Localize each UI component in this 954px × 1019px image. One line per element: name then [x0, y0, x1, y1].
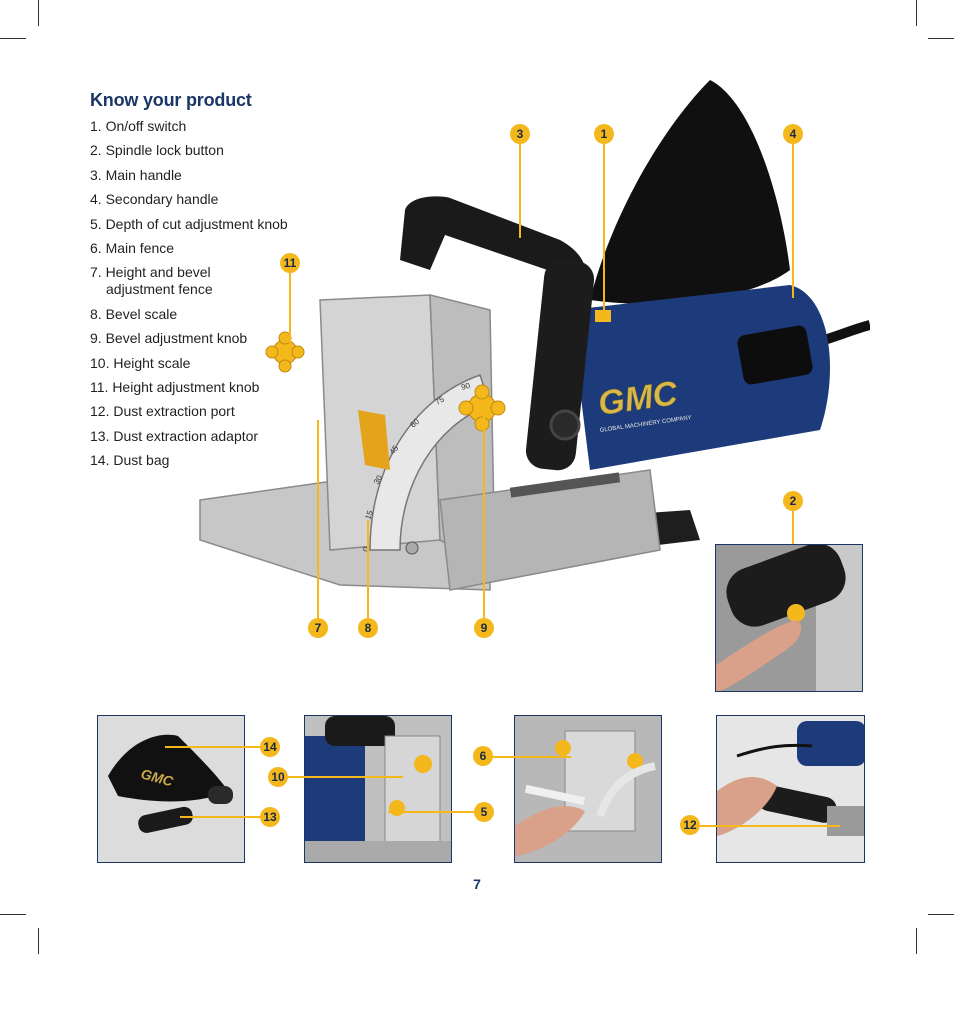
list-item: 11. Height adjustment knob — [90, 378, 260, 395]
callout-6: 6 — [473, 746, 493, 766]
bevel-adjustment-knob — [458, 384, 506, 432]
callout-leader — [700, 825, 840, 827]
callout-leader — [519, 143, 521, 238]
crop-mark — [0, 914, 26, 915]
callout-11: 11 — [280, 253, 300, 273]
callout-8: 8 — [358, 618, 378, 638]
crop-mark — [928, 38, 954, 39]
callout-12: 12 — [680, 815, 700, 835]
list-item: 5. Depth of cut adjustment knob — [90, 215, 288, 232]
height-adjustment-knob — [265, 331, 305, 373]
dust-bag-photo: GMC — [97, 715, 245, 863]
parts-list: 1. On/off switch 2. Spindle lock button … — [90, 118, 330, 476]
main-handle — [400, 196, 585, 310]
callout-leader — [288, 776, 403, 778]
crop-mark — [916, 928, 917, 954]
list-item: 2. Spindle lock button — [90, 142, 224, 159]
callout-leader — [180, 816, 260, 818]
callout-leader — [165, 746, 260, 748]
callout-leader — [493, 756, 571, 758]
list-item: 10. Height scale — [90, 354, 191, 371]
main-fence-photo — [514, 715, 662, 863]
callout-7: 7 — [308, 618, 328, 638]
callout-4: 4 — [783, 124, 803, 144]
crop-mark — [0, 38, 26, 39]
list-item: 1. On/off switch — [90, 118, 187, 134]
list-item: 8. Bevel scale — [90, 305, 178, 322]
callout-leader — [792, 143, 794, 298]
list-item: 13. Dust extraction adaptor — [90, 427, 259, 444]
callout-leader — [388, 811, 474, 813]
height-scale-photo — [304, 715, 452, 863]
callout-13: 13 — [260, 807, 280, 827]
crop-mark — [928, 914, 954, 915]
crop-mark — [38, 0, 39, 26]
callout-leader — [603, 143, 605, 313]
motor-housing — [570, 285, 830, 470]
list-item: 3. Main handle — [90, 166, 182, 183]
list-item: 4. Secondary handle — [90, 191, 219, 208]
callout-2: 2 — [783, 491, 803, 511]
page-number: 7 — [473, 876, 481, 892]
dust-bag-shape — [590, 80, 790, 304]
page-title: Know your product — [90, 90, 252, 110]
biscuit-jointer-illustration: GMC GLOBAL MACHINERY COMPANY 0 15 30 45 … — [199, 80, 870, 591]
crop-mark — [916, 0, 917, 26]
callout-10: 10 — [268, 767, 288, 787]
callout-9: 9 — [474, 618, 494, 638]
bevel-tick-label: 15 — [363, 509, 375, 521]
crop-mark — [38, 928, 39, 954]
dust-port-photo — [716, 715, 865, 863]
spindle-lock-photo — [715, 544, 863, 692]
bevel-tick-label: 0 — [361, 546, 371, 552]
bevel-scale-arc — [369, 374, 491, 551]
callout-3: 3 — [510, 124, 530, 144]
list-item: 12. Dust extraction port — [90, 403, 235, 420]
callout-1: 1 — [594, 124, 614, 144]
list-item: 14. Dust bag — [90, 452, 170, 469]
bevel-tick-label: 90 — [460, 381, 471, 392]
callout-leader — [317, 420, 319, 618]
callout-leader — [483, 405, 485, 618]
callout-leader — [289, 272, 291, 352]
callout-leader — [367, 520, 369, 618]
list-item: 9. Bevel adjustment knob — [90, 330, 248, 347]
callout-5: 5 — [474, 802, 494, 822]
callout-14: 14 — [260, 737, 280, 757]
list-item: 6. Main fence — [90, 239, 175, 256]
